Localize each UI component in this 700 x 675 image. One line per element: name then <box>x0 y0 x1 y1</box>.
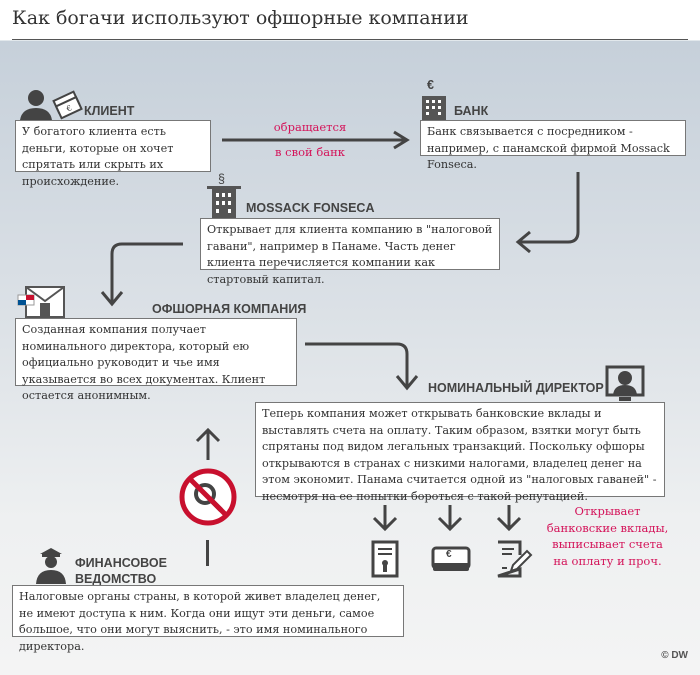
offshore-company-icon <box>17 286 65 318</box>
bank-building-icon <box>422 96 446 120</box>
credit: © DW <box>661 650 688 661</box>
no-search-icon <box>179 468 237 526</box>
note-line: выписывает счета <box>552 537 663 551</box>
client-icon: € <box>20 90 83 120</box>
director-actions-note: Открывает банковские вклады, выписывает … <box>540 503 675 569</box>
tax-officer-icon <box>36 548 66 584</box>
mossack-box: Открывает для клиента компанию в "налого… <box>200 218 500 286</box>
mossack-building-icon <box>207 186 241 219</box>
director-box: Теперь компания может открывать банковск… <box>255 402 665 503</box>
page-title: Как богачи используют офшорные компании <box>12 7 469 29</box>
offshore-label: ОФШОРНАЯ КОМПАНИЯ <box>152 302 307 316</box>
client-box: У богатого клиента есть деньги, которые … <box>15 120 211 188</box>
director-label: НОМИНАЛЬНЫЙ ДИРЕКТОР <box>428 381 604 395</box>
arrow-down-icon <box>437 505 463 532</box>
money-card-icon <box>431 546 471 571</box>
note-line: Открывает <box>574 504 641 518</box>
arrow-label-bottom: в свой банк <box>275 145 345 159</box>
arrow-offshore-to-director-icon <box>305 342 419 391</box>
euro-symbol: € <box>446 549 452 560</box>
arrow-right-icon <box>222 130 410 150</box>
arrow-up-icon <box>195 427 221 460</box>
bank-label: БАНК <box>454 104 489 118</box>
document-pencil-icon <box>497 540 533 578</box>
mossack-label: MOSSACK FONSECA <box>246 201 375 215</box>
connector-line <box>206 540 209 566</box>
tax-label-line: ФИНАНСОВОЕ <box>75 556 167 570</box>
tax-label: ФИНАНСОВОЕ ВЕДОМСТВО <box>75 555 167 587</box>
arrow-down-icon <box>372 505 398 532</box>
arrow-label-top: обращается <box>273 120 347 134</box>
nominal-director-icon <box>605 365 645 401</box>
bank-box: Банк связывается с посредником - наприме… <box>420 120 686 171</box>
note-line: банковские вклады, <box>546 520 669 535</box>
arrow-bank-to-mossack-icon <box>515 172 580 254</box>
client-label: КЛИЕНТ <box>84 104 135 118</box>
note-line: на оплату и проч. <box>553 553 662 568</box>
arrow-down-icon <box>496 505 522 532</box>
title-divider <box>12 39 688 40</box>
tax-label-line: ВЕДОМСТВО <box>75 572 157 586</box>
euro-symbol: € <box>427 78 434 92</box>
certificate-icon <box>371 540 399 578</box>
arrow-mossack-to-offshore-icon <box>100 242 183 307</box>
tax-box: Налоговые органы страны, в которой живет… <box>12 585 404 653</box>
offshore-box: Созданная компания получает номинального… <box>15 318 297 402</box>
svg-text:€: € <box>64 103 73 114</box>
paragraph-symbol: § <box>218 172 225 186</box>
